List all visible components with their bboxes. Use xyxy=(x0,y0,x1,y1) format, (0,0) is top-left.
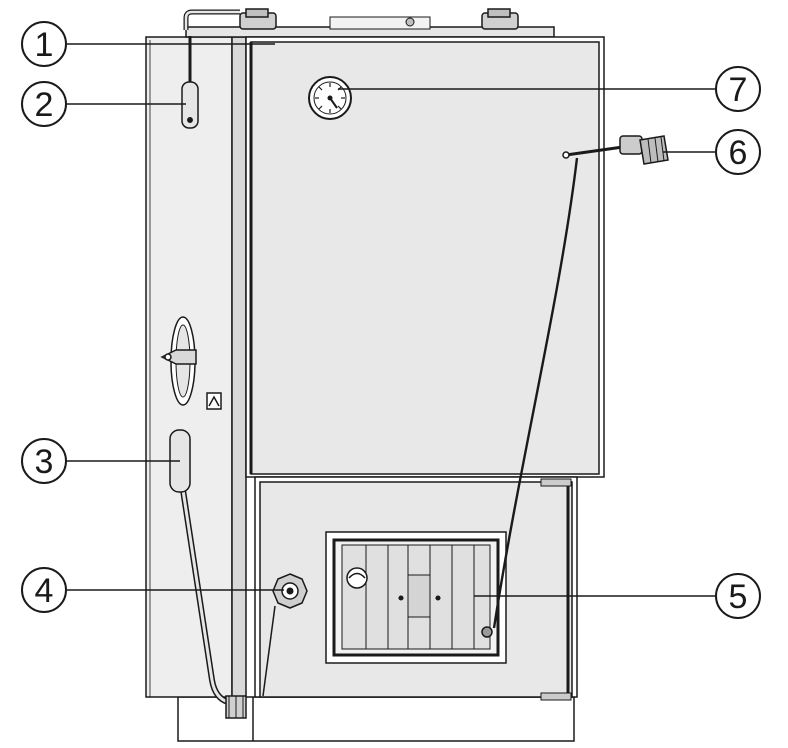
callout-label-2: 2 xyxy=(35,86,54,124)
callout-label-7: 7 xyxy=(729,71,748,109)
callout-5: 5 xyxy=(715,573,761,619)
callout-2: 2 xyxy=(21,81,67,127)
callout-label-5: 5 xyxy=(729,578,748,616)
cleaning-lever xyxy=(181,9,240,129)
callout-label-1: 1 xyxy=(35,26,54,64)
leader-lines xyxy=(66,43,716,597)
callout-label-4: 4 xyxy=(35,572,54,610)
shaking-lever xyxy=(169,429,247,719)
upper-door xyxy=(245,36,605,478)
draught-regulator xyxy=(562,135,669,165)
air-flap-frame xyxy=(325,531,507,664)
callout-3: 3 xyxy=(21,438,67,484)
callout-1: 1 xyxy=(21,21,67,67)
callout-label-3: 3 xyxy=(35,443,54,481)
callout-label-6: 6 xyxy=(729,134,748,172)
callout-4: 4 xyxy=(21,567,67,613)
callout-7: 7 xyxy=(715,66,761,112)
side-flap xyxy=(160,316,222,410)
callout-6: 6 xyxy=(715,129,761,175)
thermometer-gauge xyxy=(308,76,352,120)
side-panel xyxy=(145,36,247,698)
top-plate xyxy=(185,8,555,38)
regulator-chain xyxy=(492,157,579,629)
door-handle-knob xyxy=(262,573,308,697)
